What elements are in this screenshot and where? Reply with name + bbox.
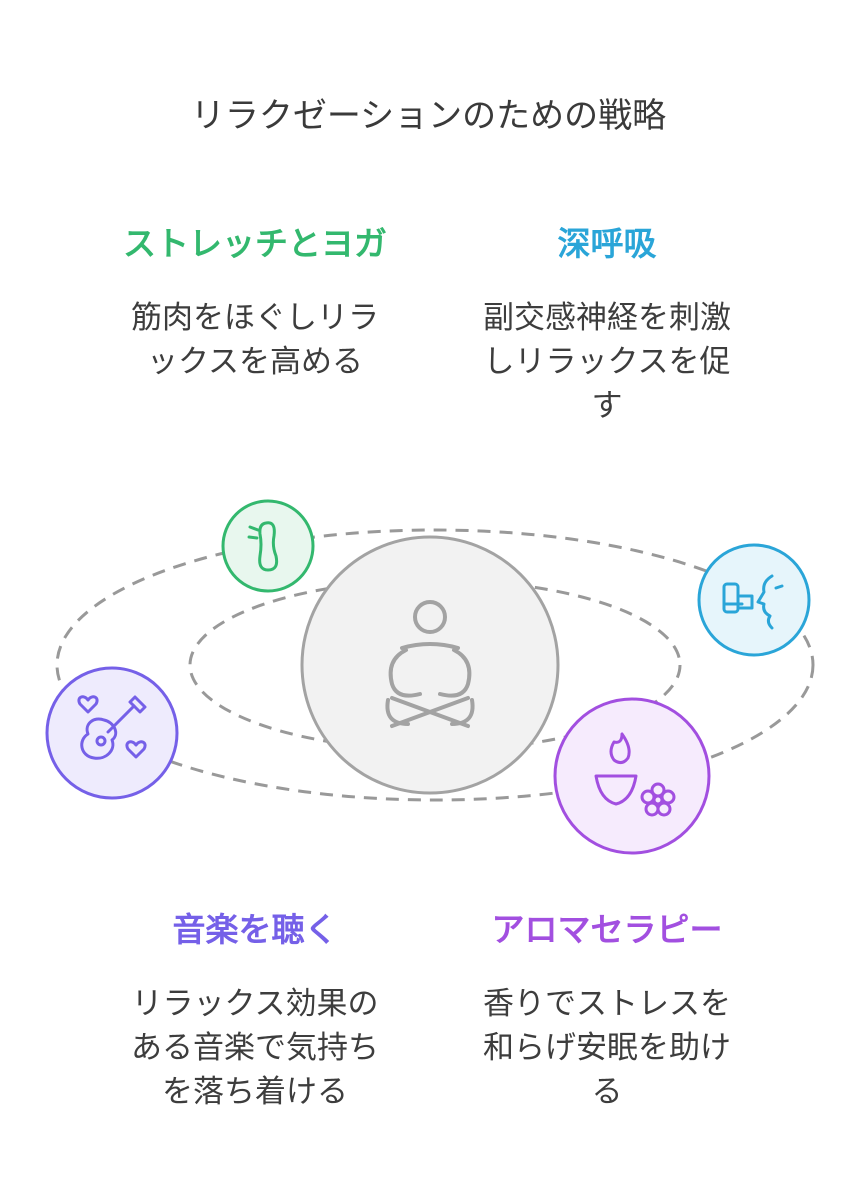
aroma-desc-line: 和らげ安眠を助け (483, 1030, 731, 1066)
strategy-breath: 深呼吸 副交感神経を刺激 しリラックスを促 す (452, 222, 762, 428)
music-desc-line: リラックス効果の (131, 986, 379, 1022)
music-desc-line: ある音楽で気持ち (131, 1030, 379, 1066)
strategy-stretch: ストレッチとヨガ 筋肉をほぐしリラ ックスを高める (95, 222, 415, 384)
foot-icon (247, 521, 279, 572)
outer-orbit (55, 528, 815, 802)
stretch-desc-line: ックスを高める (146, 344, 364, 380)
aroma-desc-line: 香りでストレスを (483, 986, 731, 1022)
stretch-title: ストレッチとヨガ (123, 224, 387, 263)
inhaler-breath-icon (722, 574, 784, 630)
music-desc-line: を落ち着ける (162, 1074, 348, 1110)
center-node (300, 535, 560, 795)
strategy-music: 音楽を聴く リラックス効果の ある音楽で気持ち を落ち着ける (95, 908, 415, 1114)
breath-node (697, 543, 811, 657)
breath-desc-line: しリラックスを促 (483, 344, 731, 380)
breath-desc-line: す (591, 388, 623, 424)
aroma-desc-line: る (591, 1074, 623, 1110)
aroma-description: 香りでストレスを 和らげ安眠を助け る (452, 982, 762, 1114)
stretch-description: 筋肉をほぐしリラ ックスを高める (95, 296, 415, 384)
aroma-node (553, 697, 711, 855)
meditation-icon (385, 600, 475, 728)
breath-title: 深呼吸 (557, 224, 657, 263)
aroma-title: アロマセラピー (491, 910, 723, 949)
strategy-aroma: アロマセラピー 香りでストレスを 和らげ安眠を助け る (452, 908, 762, 1114)
stretch-desc-line: 筋肉をほぐしリラ (131, 300, 379, 336)
diagram-title: リラクゼーションのための戦略 (190, 96, 667, 136)
stretch-node (221, 499, 315, 593)
guitar-hearts-icon (77, 695, 147, 760)
music-description: リラックス効果の ある音楽で気持ち を落ち着ける (95, 982, 415, 1114)
music-node (45, 666, 179, 800)
music-title: 音楽を聴く (172, 910, 338, 949)
aroma-burner-icon (594, 732, 676, 817)
breath-description: 副交感神経を刺激 しリラックスを促 す (452, 296, 762, 428)
breath-desc-line: 副交感神経を刺激 (483, 300, 731, 336)
